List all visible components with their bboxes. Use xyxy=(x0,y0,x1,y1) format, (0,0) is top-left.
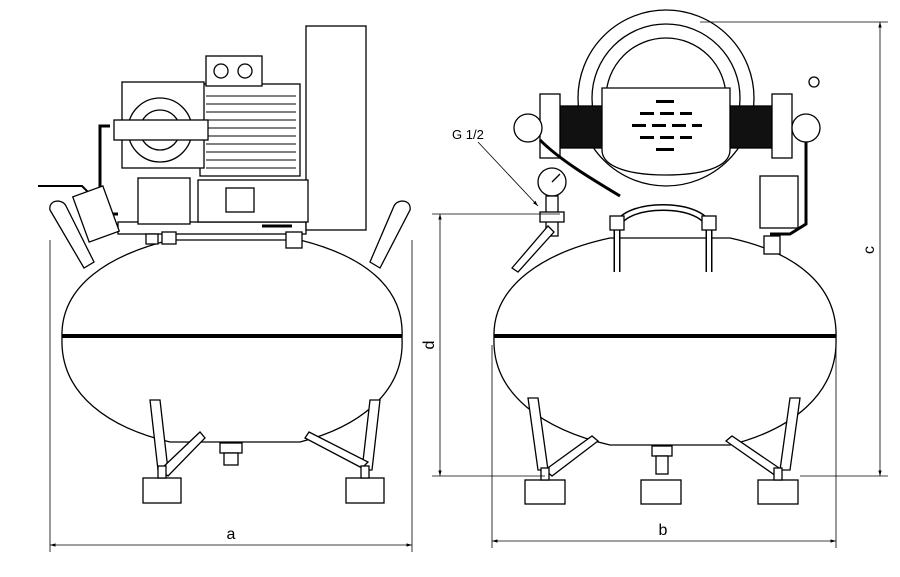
front-leg-left-brace xyxy=(543,435,600,477)
dim-a-label: a xyxy=(227,526,236,543)
side-motor-fins xyxy=(206,95,296,169)
front-center-fitting-right xyxy=(701,215,717,231)
front-right-pipe xyxy=(770,142,808,236)
side-handle-left xyxy=(49,200,95,269)
dim-d-label: d xyxy=(421,341,438,350)
side-fitting-1 xyxy=(145,233,159,245)
front-tank xyxy=(493,237,837,446)
side-label-plate xyxy=(225,187,255,213)
front-right-fitting xyxy=(763,235,781,255)
dim-c-label: c xyxy=(861,246,878,254)
front-crankcase-slots xyxy=(632,100,702,151)
front-right-pressure-switch xyxy=(759,175,799,229)
side-terminal-gland-right xyxy=(237,63,253,79)
thread-leader xyxy=(477,141,539,207)
side-foot-left xyxy=(142,477,182,504)
front-center-fitting-left xyxy=(609,215,625,231)
front-foot-center xyxy=(640,479,682,505)
thread-label: G 1/2 xyxy=(452,127,484,142)
front-gauge-needle xyxy=(551,173,561,183)
front-view xyxy=(493,9,837,505)
side-tank xyxy=(61,239,403,443)
front-head-valve-left xyxy=(513,113,543,143)
side-handle-right xyxy=(369,200,411,269)
front-foot-left-stud xyxy=(540,467,550,481)
front-gauge-fitting xyxy=(539,211,565,223)
side-cover-panel xyxy=(305,25,367,231)
side-pressure-switch xyxy=(137,177,191,225)
side-terminal-gland-left xyxy=(213,63,229,79)
front-foot-left xyxy=(524,479,566,505)
front-foot-right xyxy=(757,479,799,505)
dim-b-label: b xyxy=(659,522,668,539)
front-cylinder-left-fins xyxy=(559,105,603,149)
side-fitting-2 xyxy=(161,231,177,245)
front-foot-right-stud xyxy=(773,467,783,481)
side-pump-valve-plate xyxy=(113,119,209,141)
front-left-pipe xyxy=(538,138,621,198)
front-crankcase xyxy=(601,87,731,176)
dimension-labels: a b c d G 1/2 xyxy=(227,127,878,543)
front-drain-handle xyxy=(511,225,555,273)
dimension-lines xyxy=(49,21,888,552)
front-cylinder-right-fins xyxy=(729,105,773,149)
side-view xyxy=(38,25,411,504)
side-safety-handle xyxy=(38,185,89,193)
front-cylinder-right-head xyxy=(771,93,793,159)
side-regulator xyxy=(71,185,121,243)
side-motor-body xyxy=(199,83,301,177)
side-fitting-3 xyxy=(285,231,303,249)
front-drain-nut xyxy=(655,455,669,475)
side-leg-right-brace xyxy=(304,431,370,469)
side-drain-nut xyxy=(223,452,239,466)
front-gauge-knob xyxy=(808,76,820,88)
side-foot-right xyxy=(345,477,385,504)
front-head-valve-right xyxy=(791,113,821,143)
front-drain-valve xyxy=(651,445,673,457)
side-foot-left-stud xyxy=(157,465,167,479)
side-foot-right-stud xyxy=(360,465,370,479)
side-drain-valve xyxy=(219,442,243,454)
